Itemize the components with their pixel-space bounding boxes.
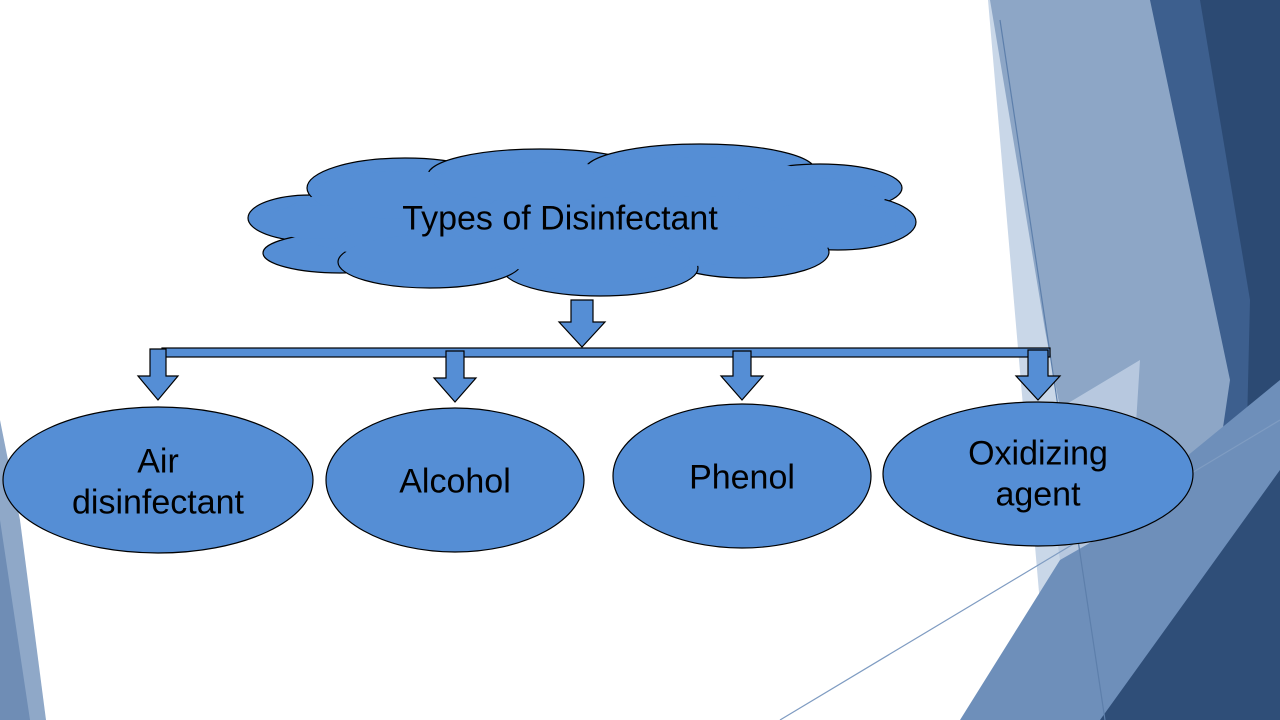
decor-dark-wedge [1100, 470, 1280, 720]
child-node-label-4: Oxidizing agent [968, 434, 1108, 514]
child-node-3 [612, 403, 872, 549]
child-node-label-1: Air disinfectant [72, 442, 244, 522]
child-node-label-2: Alcohol [399, 462, 511, 501]
decor-thin-line-2 [779, 419, 1280, 720]
decor-thin-line-1 [999, 19, 1106, 720]
decor-left-strip-dark [0, 520, 30, 720]
child-arrow-3 [719, 350, 765, 401]
child-arrow-1 [136, 348, 180, 401]
child-arrow-2 [432, 350, 478, 403]
child-node-4 [882, 401, 1194, 547]
root-node-label: Types of Disinfectant [402, 199, 718, 238]
root-down-arrow [557, 299, 607, 348]
child-node-2 [325, 407, 585, 553]
child-node-label-3: Phenol [689, 458, 795, 497]
child-node-1 [2, 406, 314, 554]
connector-bar [161, 347, 1051, 358]
root-cloud-node [247, 143, 917, 297]
child-arrow-4 [1014, 349, 1062, 401]
